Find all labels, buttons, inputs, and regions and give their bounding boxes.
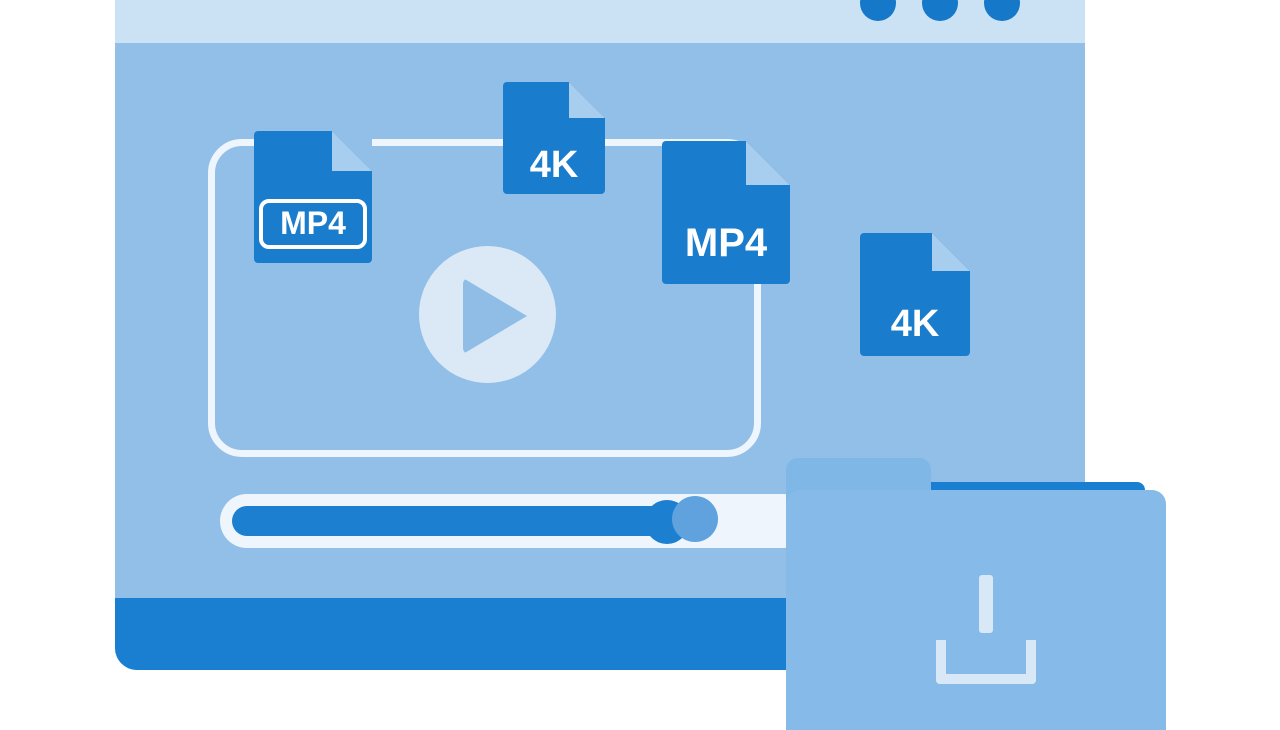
window-titlebar bbox=[115, 0, 1085, 43]
file-fold-corner bbox=[569, 82, 605, 118]
file-fold-corner bbox=[746, 141, 790, 185]
mp4-file-icon: MP4 bbox=[662, 141, 790, 284]
4k-file-icon: 4K bbox=[860, 233, 970, 356]
slider-handle[interactable] bbox=[672, 496, 718, 542]
file-label-mp4: MP4 bbox=[684, 221, 768, 265]
4k-file-icon: 4K bbox=[503, 82, 605, 194]
file-fold-corner bbox=[332, 131, 372, 171]
window-dot-3[interactable] bbox=[984, 0, 1020, 21]
file-fold-corner bbox=[932, 233, 970, 271]
file-label-mp4: MP4 bbox=[280, 205, 346, 241]
download-tray-icon bbox=[936, 640, 1036, 684]
window-dot-1[interactable] bbox=[860, 0, 896, 21]
window-dot-2[interactable] bbox=[922, 0, 958, 21]
play-icon bbox=[463, 278, 527, 354]
download-folder-icon[interactable] bbox=[786, 490, 1166, 730]
file-label-4k: 4K bbox=[890, 303, 940, 345]
mp4-label-box bbox=[259, 199, 367, 249]
progress-fill bbox=[232, 506, 677, 536]
mp4-file-icon: MP4 bbox=[254, 131, 372, 263]
file-label-4k: 4K bbox=[529, 144, 579, 186]
video-screen-frame bbox=[208, 139, 761, 457]
download-icon bbox=[979, 575, 993, 633]
